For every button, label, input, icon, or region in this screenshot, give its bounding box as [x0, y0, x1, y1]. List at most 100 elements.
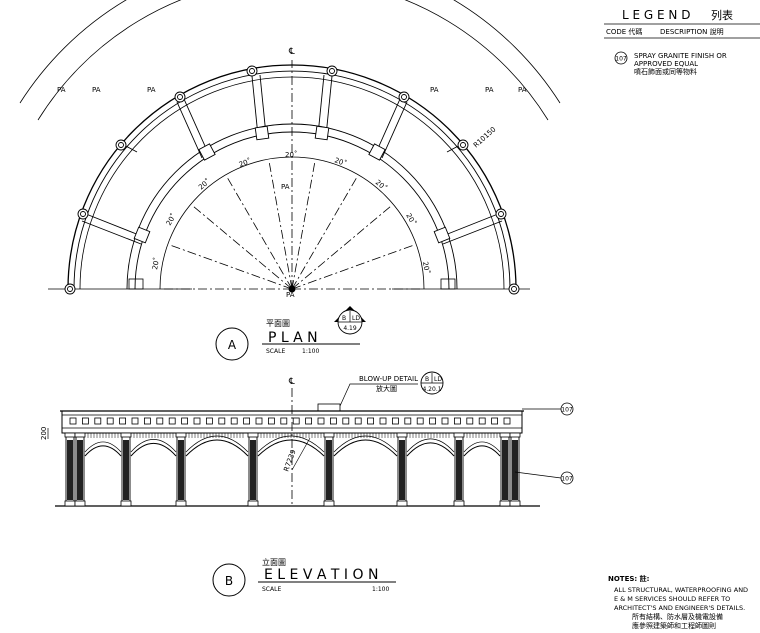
legend-code-tag [614, 51, 628, 65]
plan-scale-label: SCALE [266, 348, 285, 355]
material-tag-code: 107 [561, 476, 573, 483]
plan-callout-circle [215, 327, 249, 361]
beam-ornament [404, 417, 412, 425]
legend-title: L E G E N D [622, 8, 690, 22]
beam-ornament [181, 417, 189, 425]
beam-ornament [416, 417, 424, 425]
legend-item-line3: 噴石飾面或同等物料 [634, 67, 697, 76]
legend-description-label: DESCRIPTION 說明 [660, 27, 724, 36]
beam-ornament [317, 417, 325, 425]
angle-label: 20˚ [421, 261, 431, 275]
plan-angle-labels: 20˚ 20˚ 20˚ 20˚ 20˚ 20˚ 20˚ 20˚ 20˚ [151, 151, 431, 275]
material-tag [560, 471, 574, 485]
elevation-column-capital [64, 432, 76, 438]
plan-ref-top: B [342, 315, 346, 322]
elevation-column-base [175, 500, 187, 507]
blowup-ref-top: B [425, 376, 429, 383]
beam-ornament [441, 417, 449, 425]
elevation-arch [84, 445, 122, 457]
elevation-arch-outline [406, 438, 455, 453]
plan-context-arc-1 [19, 0, 561, 104]
elevation-view: ℄ 200 R7239 BLOW-UP DETAIL 放大圖 B LD 4.20… [40, 371, 574, 507]
elevation-arch [130, 442, 177, 457]
elevation-arch-outline [463, 441, 501, 453]
beam-ornament [453, 417, 461, 425]
elevation-column-capital [323, 432, 335, 438]
elevation-column-shaft [502, 440, 508, 500]
elevation-scale-value: 1:100 [372, 586, 389, 593]
pa-label: PA [281, 183, 290, 191]
elevation-column-shaft [123, 440, 129, 500]
beam-ornament [354, 417, 362, 425]
elevation-title-cn: 立面圖 [262, 557, 286, 567]
elevation-column-capital [247, 432, 259, 438]
elevation-column-base [323, 500, 335, 507]
elevation-column-base [396, 500, 408, 507]
elevation-column-shaft [399, 440, 405, 500]
plan-ref-bottom: 4.19 [343, 325, 357, 332]
notes-line1: ALL STRUCTURAL, WATERPROOFING AND [614, 586, 748, 594]
elevation-column-capital [453, 432, 465, 438]
elevation-arches [84, 433, 501, 457]
elevation-radius-label: R7239 [282, 449, 297, 473]
blowup-ref-top2: LD [434, 376, 442, 383]
plan-beam-blocks [133, 125, 451, 244]
pa-label: PA [286, 291, 295, 299]
beam-ornament [391, 417, 399, 425]
elevation-column-base [247, 500, 259, 507]
elevation-column-shaft [326, 440, 332, 500]
beam-ornament [106, 417, 114, 425]
plan-middle-ring [126, 123, 458, 290]
beam-ornament [280, 417, 288, 425]
beam-ornament [491, 417, 499, 425]
beam-ornament [292, 417, 300, 425]
angle-label: 20˚ [285, 151, 297, 159]
plan-callout-letter: A [228, 338, 237, 352]
beam-ornament [267, 417, 275, 425]
elevation-column-base [64, 500, 76, 507]
angle-label: 20˚ [151, 257, 161, 271]
elevation-column-capital [509, 432, 521, 438]
beam-ornament [230, 417, 238, 425]
beam-ornament [329, 417, 337, 425]
pa-label: PA [57, 86, 66, 94]
angle-label: 20˚ [333, 156, 347, 168]
blowup-label-cn: 放大圖 [376, 384, 397, 393]
elevation-column-capital [499, 432, 511, 438]
beam-ornament [82, 417, 89, 425]
elevation-arch [257, 439, 325, 457]
pa-label: PA [518, 86, 527, 94]
plan-centerline-mark: ℄ [288, 47, 295, 57]
legend-item-code: 107 [615, 56, 627, 63]
elevation-column-capital [120, 432, 132, 438]
notes-title: NOTES: 註: [608, 574, 650, 583]
elevation-scale-label: SCALE [262, 586, 281, 593]
pa-label: PA [147, 86, 156, 94]
plan-radius-label: R10150 [472, 125, 498, 149]
elevation-column-shaft [512, 440, 518, 500]
legend-item-line1: SPRAY GRANITE FINISH OR [634, 52, 727, 60]
beam-ornament [429, 417, 437, 425]
material-tag-code: 107 [561, 407, 573, 414]
beam-ornament [255, 417, 263, 425]
pa-label: PA [430, 86, 439, 94]
angle-label: 20˚ [374, 178, 389, 192]
elevation-arch-outline [130, 439, 177, 453]
elevation-beam-ornaments [69, 417, 511, 425]
beam-ornament [379, 417, 387, 425]
beam-ornament [119, 417, 126, 425]
pa-label: PA [485, 86, 494, 94]
elevation-column-capital [175, 432, 187, 438]
elevation-column-shaft [250, 440, 256, 500]
elevation-arch-outline [84, 441, 122, 453]
plan-title-cn: 平面圖 [266, 319, 290, 328]
beam-ornament [168, 417, 176, 425]
plan-title: P L A N [268, 330, 318, 346]
plan-beams [81, 74, 503, 245]
angle-label: 20˚ [238, 157, 252, 169]
angle-label: 20˚ [197, 177, 212, 191]
legend-title-cn: 列表 [711, 8, 733, 22]
beam-ornament [367, 417, 375, 425]
elevation-arch [406, 442, 455, 457]
beam-ornament [156, 417, 164, 425]
